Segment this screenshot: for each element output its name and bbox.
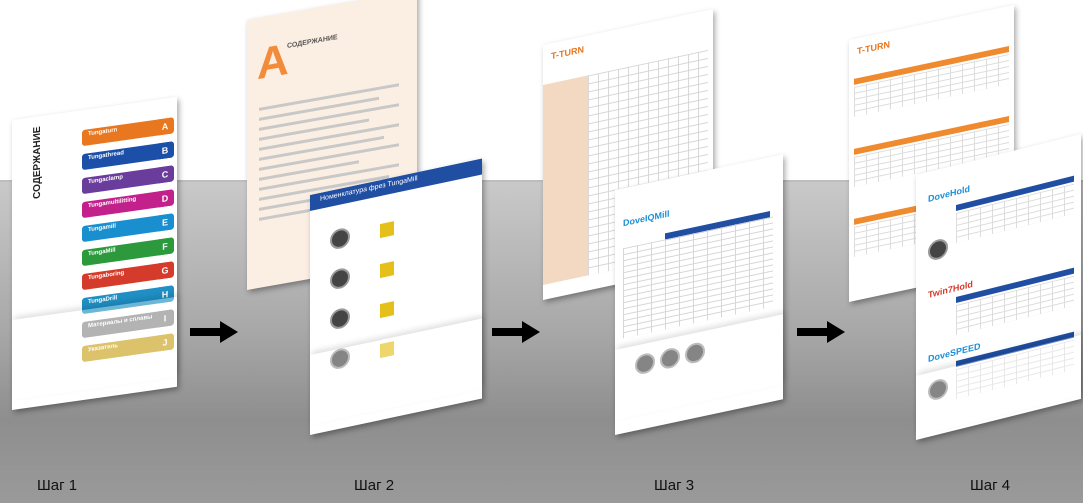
contents-section-label: Tungaclamp — [88, 174, 123, 186]
contents-section-label: Tungaboring — [88, 270, 125, 282]
insert-column — [543, 75, 588, 285]
contents-section: Tungaclamp C — [82, 165, 174, 195]
contents-section: Tungamill E — [82, 213, 174, 243]
text-line — [259, 160, 359, 181]
contents-section-label: Tungathread — [88, 150, 124, 162]
brand-logo: T-TURN — [551, 44, 584, 62]
contents-section-tab: B — [158, 141, 172, 160]
insert-image — [928, 237, 948, 263]
contents-section-label: Tungamultilitting — [88, 196, 137, 210]
contents-section-tab: F — [158, 237, 172, 256]
step-label-2: Шаг 2 — [354, 477, 395, 494]
insert-image — [380, 261, 394, 279]
brand-logo: T-TURN — [857, 39, 890, 57]
arrow-right-icon — [797, 321, 845, 343]
contents-section: Tungamultilitting D — [82, 189, 174, 219]
contents-section: Tungaturn A — [82, 117, 174, 147]
contents-section-tab: G — [158, 261, 172, 280]
index-heading: СОДЕРЖАНИЕ — [287, 34, 338, 50]
contents-section-label: Tungamill — [88, 223, 116, 234]
contents-section: Tungathread B — [82, 141, 174, 171]
arrow-right-icon — [190, 321, 238, 343]
section-letter: A — [257, 34, 289, 90]
cutter-image — [330, 306, 350, 331]
contents-section-tab: E — [158, 213, 172, 232]
arrow-right-icon — [492, 321, 540, 343]
insert-image — [380, 221, 394, 239]
contents-section-tab: C — [158, 165, 172, 184]
brand-logo: DoveIQMill — [623, 208, 670, 229]
step-label-4: Шаг 4 — [970, 477, 1011, 494]
cutter-image — [330, 266, 350, 291]
contents-section-label: TungaDrill — [88, 295, 118, 306]
contents-section: Tungaboring G — [82, 261, 174, 291]
step-label-1: Шаг 1 — [37, 477, 78, 494]
contents-section-label: TungaMill — [88, 247, 116, 258]
brand-logo: DoveHold — [928, 183, 971, 205]
step-label-3: Шаг 3 — [654, 477, 695, 494]
contents-section-label: Tungaturn — [88, 127, 118, 138]
cutter-image — [330, 226, 350, 251]
contents-section: TungaMill F — [82, 237, 174, 267]
contents-list: Tungaturn A Tungathread B Tungaclamp C Tungamu… — [12, 97, 177, 363]
contents-section-tab: D — [158, 189, 172, 208]
insert-image — [380, 301, 394, 319]
horizon-line — [0, 180, 1083, 182]
contents-title: СОДЕРЖАНИЕ — [32, 125, 43, 200]
contents-section-tab: A — [158, 117, 172, 136]
